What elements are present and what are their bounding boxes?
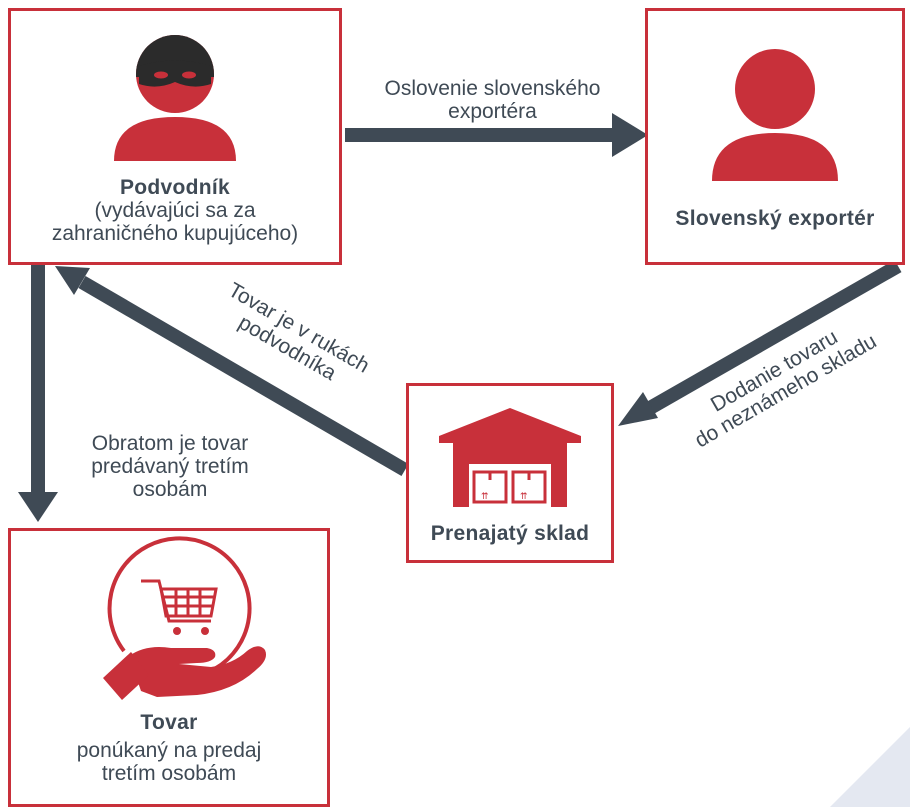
fraudster-title: Podvodník — [119, 176, 231, 199]
warehouse-icon: ⇈ ⇈ — [439, 408, 581, 507]
exporter-title: Slovenský exportér — [675, 207, 875, 230]
fraudster-box: Podvodník (vydávajúci sa za zahraničného… — [8, 8, 342, 265]
resold-label-line3: osobám — [132, 478, 208, 501]
goods-title: Tovar — [140, 711, 198, 734]
resold-label: Obratom je tovar predávaný tretím osobám — [45, 432, 295, 501]
warehouse-title: Prenajatý sklad — [430, 522, 590, 545]
fraudster-subtitle-line1: (vydávajúci sa za — [94, 199, 256, 222]
warehouse-box: ⇈ ⇈ Prenajatý sklad — [406, 383, 614, 563]
goods-subtitle-line2: tretím osobám — [101, 762, 237, 785]
svg-text:⇈: ⇈ — [520, 492, 528, 502]
fraudster-subtitle-line2: zahraničného kupujúceho) — [51, 222, 299, 245]
arrow-in-hands — [55, 266, 409, 477]
goods-box: Tovar ponúkaný na predaj tretím osobám — [8, 528, 330, 807]
masked-person-icon — [114, 35, 236, 161]
arrow-resold — [18, 264, 58, 522]
arrow-contact — [345, 113, 648, 157]
contact-label-line1: Oslovenie slovenského — [384, 77, 601, 100]
arrow-delivery — [618, 259, 902, 426]
goods-subtitle-line1: ponúkaný na predaj — [76, 739, 262, 762]
exporter-box: Slovenský exportér — [645, 8, 905, 265]
contact-label-line2: exportéra — [448, 100, 537, 123]
svg-text:⇈: ⇈ — [481, 492, 489, 502]
resold-label-line2: predávaný tretím — [91, 455, 249, 478]
contact-label: Oslovenie slovenského exportéra — [340, 77, 645, 123]
resold-label-line1: Obratom je tovar — [91, 432, 249, 455]
hand-cart-icon — [103, 536, 266, 700]
person-icon — [712, 49, 838, 181]
